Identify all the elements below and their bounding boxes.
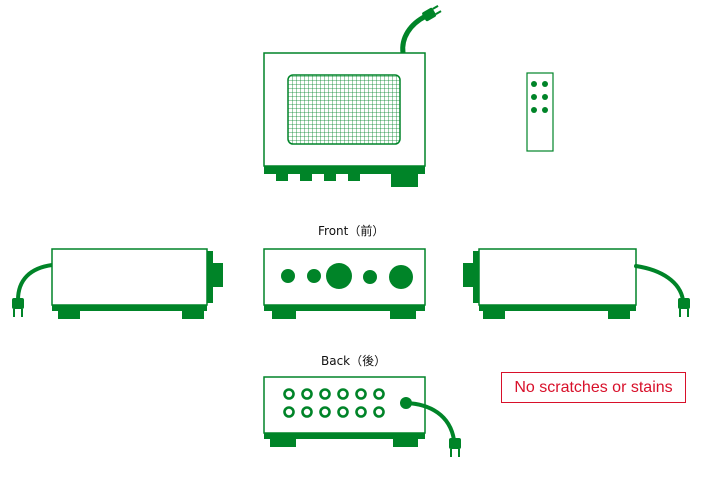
remote-control <box>526 72 554 152</box>
front-view-unit <box>263 248 426 319</box>
left-side-plug-icon <box>12 298 24 317</box>
top-view-plug-icon <box>422 5 442 22</box>
back-view-plug-icon <box>449 438 461 457</box>
back-view-label: Back（後） <box>321 354 387 368</box>
condition-note-text: No scratches or stains <box>514 378 673 396</box>
front-view-label: Front（前） <box>318 224 385 238</box>
back-view-unit <box>263 376 461 457</box>
right-side-plug-icon <box>678 298 690 317</box>
left-side-unit <box>12 248 223 319</box>
right-side-unit <box>463 248 690 319</box>
top-view-unit <box>263 5 442 187</box>
condition-note: No scratches or stains <box>501 372 686 403</box>
